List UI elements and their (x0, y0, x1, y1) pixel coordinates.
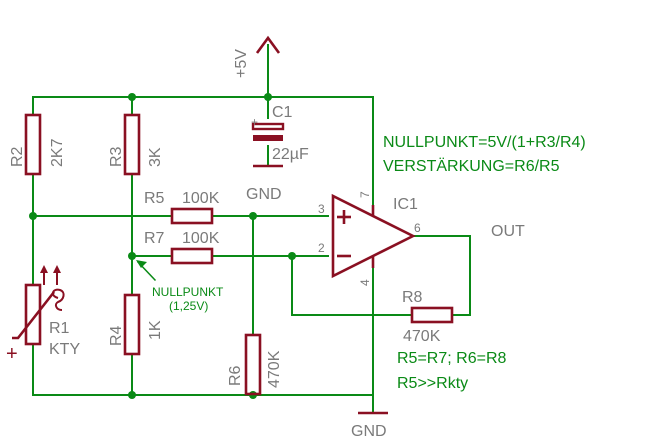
vcc-label: +5V (233, 49, 250, 78)
r3-value: 3K (147, 147, 164, 167)
r4-value: 1K (147, 320, 164, 340)
junction-dot (29, 212, 37, 220)
thermistor-r1: + R1 KTY (6, 265, 80, 365)
note-equal-resistors: R5=R7; R6=R8 (397, 350, 506, 367)
r6-body (244, 333, 262, 396)
arrow-head-icon (40, 265, 48, 273)
r3-body (123, 113, 141, 176)
resistor-r3: R3 3K (108, 113, 164, 176)
temperature-icon (52, 288, 65, 311)
ic1-name: IC1 (393, 196, 418, 213)
opamp-ic1: IC1 3 2 6 7 4 (318, 191, 421, 286)
r5-value: 100K (182, 190, 220, 207)
c1-plate-top (251, 122, 285, 131)
r7-body (170, 247, 214, 265)
gnd-label-bottom: GND (351, 423, 387, 440)
r6-value: 470K (266, 350, 283, 388)
pin-out: 6 (414, 221, 421, 235)
pin-vcc: 7 (358, 191, 372, 198)
r4-body (123, 293, 141, 356)
c1-name: C1 (272, 104, 293, 121)
r7-name: R7 (144, 230, 165, 247)
junction-dot (128, 391, 136, 399)
thermistor-slash-icon (12, 291, 56, 340)
nullpunkt-line1: NULLPUNKT (152, 285, 224, 299)
junction-dot (288, 252, 296, 260)
junction-dot (128, 252, 136, 260)
nullpunkt-marker: NULLPUNKT (1,25V) (136, 260, 224, 313)
r1-body (24, 283, 42, 346)
r1-polarity: + (6, 343, 18, 365)
r2-value: 2K7 (49, 138, 66, 167)
r8-body (410, 306, 454, 324)
pin-gnd: 4 (358, 279, 372, 286)
resistor-r4: R4 1K (108, 293, 164, 356)
r5-body (170, 207, 214, 225)
resistor-r5: R5 100K (144, 190, 220, 225)
r3-name: R3 (108, 146, 125, 167)
c1-plate-bottom (253, 135, 283, 141)
r5-name: R5 (144, 190, 165, 207)
vcc-arrow-icon (255, 35, 281, 54)
resistor-r2: R2 2K7 (9, 113, 66, 176)
resistor-r6: R6 470K (227, 333, 283, 396)
pin-plus: 3 (318, 202, 325, 216)
c1-polarity: + (251, 115, 258, 129)
resistor-r7: R7 100K (144, 230, 220, 265)
junction-dot (264, 93, 272, 101)
r4-name: R4 (108, 325, 125, 346)
r1-value: KTY (49, 341, 80, 358)
r2-body (24, 113, 42, 176)
r7-value: 100K (182, 230, 220, 247)
output-label: OUT (491, 223, 525, 240)
junction-dot (128, 93, 136, 101)
note-formula-gain: VERSTÄRKUNG=R6/R5 (383, 157, 560, 175)
r6-name: R6 (227, 365, 244, 386)
c1-value: 22µF (272, 146, 309, 163)
note-condition: R5>>Rkty (397, 375, 468, 392)
nullpunkt-line2: (1,25V) (169, 299, 208, 313)
r8-name: R8 (402, 289, 423, 306)
gnd-label-top: GND (246, 186, 282, 203)
junction-dot (249, 212, 257, 220)
capacitor-c1: + C1 22µF (251, 104, 309, 163)
r2-name: R2 (9, 146, 26, 167)
marker-arrow-icon (136, 260, 147, 268)
resistor-r8: R8 470K (402, 289, 454, 345)
pin-minus: 2 (318, 241, 325, 255)
wires (32, 44, 471, 414)
note-formula-null: NULLPUNKT=5V/(1+R3/R4) (383, 134, 586, 151)
r8-value: 470K (403, 328, 441, 345)
arrow-head-icon (53, 265, 61, 273)
r1-name: R1 (49, 320, 70, 337)
